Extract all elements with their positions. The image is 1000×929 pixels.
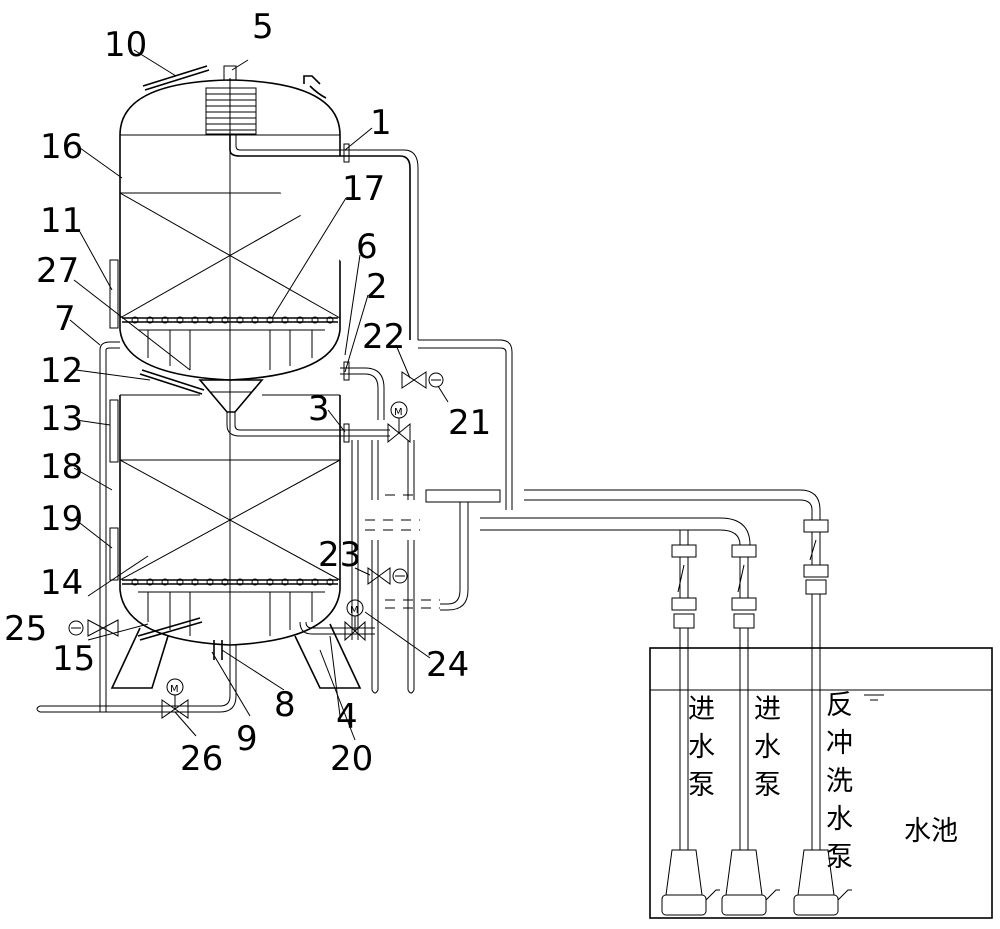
label-18: 18 [40,447,83,487]
backwash-pump-char-2: 冲 [826,728,853,759]
label-8: 8 [274,685,296,725]
label-6: 6 [356,227,378,267]
backwash-pump-char-3: 洗 [826,766,853,797]
inlet-pump-2-char-2: 水 [754,732,781,763]
label-13: 13 [40,399,83,439]
label-20: 20 [330,739,373,779]
label-9: 9 [236,719,258,759]
label-10: 10 [104,25,147,65]
label-23: 23 [318,535,361,575]
inlet-pump-1 [661,544,720,916]
inlet-pump-1-char-3: 泵 [688,770,715,801]
label-4: 4 [336,697,358,737]
label-15: 15 [52,639,95,679]
label-16: 16 [40,127,83,167]
leader-lines [69,49,449,741]
label-5: 5 [252,7,274,47]
backwash-pump [793,519,852,916]
motor-symbol-24: M [350,605,359,616]
label-27: 27 [36,251,79,291]
label-25: 25 [4,609,47,649]
label-7: 7 [54,299,76,339]
filter-vessel [110,78,362,689]
label-14: 14 [40,563,83,603]
inlet-pump-1-char-1: 进 [688,694,715,725]
label-11: 11 [40,201,83,241]
inlet-pump-2-char-3: 泵 [754,770,781,801]
lower-nozzles [131,578,334,586]
inlet-pump-2-char-1: 进 [754,694,781,725]
upper-nozzles [131,316,334,324]
backwash-pump-char-4: 水 [826,804,853,835]
label-24: 24 [426,645,469,685]
label-22: 22 [362,317,405,357]
tank-label: 水池 [904,816,958,847]
label-26: 26 [180,739,223,779]
label-21: 21 [448,403,491,443]
top-fittings [142,65,327,135]
motor-symbol-26: M [170,684,179,695]
side-fittings [68,259,205,712]
inlet-pump-1-char-2: 水 [688,732,715,763]
water-tank [649,647,993,919]
label-3: 3 [308,389,330,429]
backwash-pump-char-5: 泵 [826,842,853,873]
label-12: 12 [40,351,83,391]
label-17: 17 [342,169,385,209]
part-labels: 5 10 1 16 17 11 6 27 2 7 22 12 21 3 13 1… [4,7,491,779]
label-1: 1 [370,103,392,143]
backwash-pump-char-1: 反 [826,690,853,721]
right-piping: M M [226,135,821,694]
motor-symbol-22: M [394,407,403,418]
inlet-pump-2 [721,544,780,916]
pump-labels: 进 水 泵 进 水 泵 反 冲 洗 水 泵 水池 [688,690,958,873]
label-2: 2 [366,267,388,307]
label-19: 19 [40,499,83,539]
